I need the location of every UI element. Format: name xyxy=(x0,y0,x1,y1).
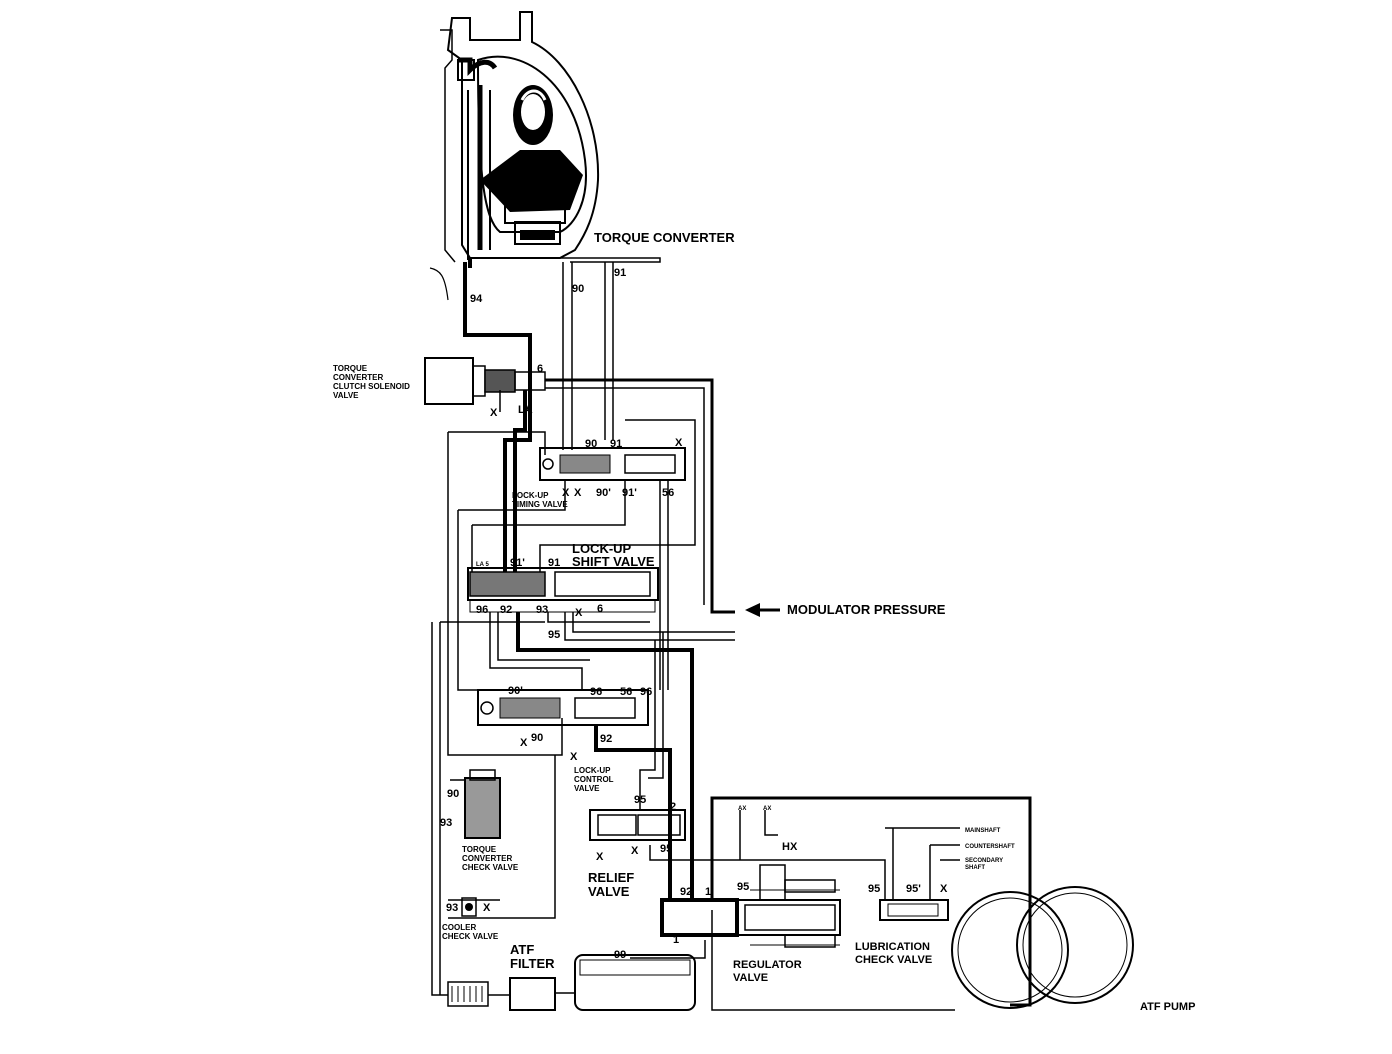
tcc-solenoid-label-2: CONVERTER xyxy=(333,373,383,382)
port-99: 99 xyxy=(614,949,626,961)
port-91-timing: 91 xyxy=(610,438,622,450)
port-92-control: 92 xyxy=(600,733,612,745)
port-95p-lube: 95' xyxy=(906,883,921,895)
component-labels: TORQUE CONVERTER CLUTCH SOLENOID VALVE L… xyxy=(333,364,1195,1013)
port-ax-2: AX xyxy=(763,806,771,812)
atf-pump-label: ATF PUMP xyxy=(1140,1001,1195,1013)
port-92-regulator: 92 xyxy=(680,886,692,898)
torque-converter-label: TORQUE CONVERTER xyxy=(594,230,735,245)
lockup-shift-valve xyxy=(467,567,659,613)
port-2-relief: 2 xyxy=(670,801,676,813)
lockup-control-valve xyxy=(477,689,649,726)
lockup-timing-label-2: TIMING VALVE xyxy=(512,500,568,509)
port-95-regulator: 95 xyxy=(737,881,749,893)
port-90p-control: 90' xyxy=(508,685,523,697)
port-90p-timing: 90' xyxy=(596,487,611,499)
port-1-regulator-bottom: 1 xyxy=(673,934,679,946)
port-90-control: 90 xyxy=(531,732,543,744)
tc-check-label-2: CONVERTER xyxy=(462,854,512,863)
port-x-relief-2: X xyxy=(631,845,639,857)
port-93-cooler: 93 xyxy=(446,902,458,914)
port-90-check: 90 xyxy=(447,788,459,800)
regulator-label-2: VALVE xyxy=(733,972,768,984)
tc-check-label-3: CHECK VALVE xyxy=(462,863,519,872)
lubrication-label-1: LUBRICATION xyxy=(855,941,930,953)
port-93-check: 93 xyxy=(440,817,452,829)
port-6-solenoid: 6 xyxy=(537,363,543,375)
port-91: 91 xyxy=(614,267,626,279)
regulator-valve xyxy=(660,864,841,948)
cooler-check-label-1: COOLER xyxy=(442,923,476,932)
port-la5-shift: LA 5 xyxy=(476,562,489,568)
port-95-relief: 95 xyxy=(634,794,646,806)
port-x-control-2: X xyxy=(570,751,578,763)
secondary-shaft-label-2: SHAFT xyxy=(965,865,985,871)
torque-converter xyxy=(429,11,661,301)
torque-converter-check-valve xyxy=(464,769,501,839)
port-91p-shift: 91' xyxy=(510,557,525,569)
modulator-pressure-label: MODULATOR PRESSURE xyxy=(787,602,946,617)
tcc-solenoid-label-1: TORQUE xyxy=(333,364,368,373)
port-94: 94 xyxy=(470,293,483,305)
lockup-control-label-3: VALVE xyxy=(574,784,600,793)
lubrication-check-valve xyxy=(879,899,949,921)
hx-label: HX xyxy=(782,841,798,853)
port-56-timing: 56 xyxy=(662,487,674,499)
port-x-shift: X xyxy=(575,607,583,619)
port-96-shift: 96 xyxy=(476,604,488,616)
port-6-shift: 6 xyxy=(597,603,603,615)
port-x-solenoid: X xyxy=(490,407,498,419)
port-la: LA xyxy=(518,404,533,416)
atf-filter-label-2: FILTER xyxy=(510,956,555,971)
port-90-timing: 90 xyxy=(585,438,597,450)
regulator-label-1: REGULATOR xyxy=(733,959,802,971)
lockup-timing-valve xyxy=(539,447,686,481)
cooler-check-label-2: CHECK VALVE xyxy=(442,932,499,941)
port-56-control: 56 xyxy=(620,686,632,698)
lockup-shift-label-1: LOCK-UP xyxy=(572,541,632,556)
port-x-cooler: X xyxy=(483,902,491,914)
secondary-shaft-label-1: SECONDARY xyxy=(965,858,1003,864)
port-ax-1: AX xyxy=(738,806,746,812)
cooler-check-valve xyxy=(461,897,477,917)
port-numbers: 94 90 91 6 X LA 90 91 X X X 90' 91' 56 9… xyxy=(440,267,948,961)
port-x-timing-1: X xyxy=(562,487,570,499)
port-95-lube: 95 xyxy=(868,883,880,895)
relief-valve xyxy=(589,809,686,841)
lockup-control-label-1: LOCK-UP xyxy=(574,766,611,775)
lubrication-label-2: CHECK VALVE xyxy=(855,954,932,966)
port-x-relief-1: X xyxy=(596,851,604,863)
port-91p-timing: 91' xyxy=(622,487,637,499)
fluid-lines xyxy=(431,258,1032,1011)
port-95-relief-out: 95 xyxy=(660,843,672,855)
atf-pump xyxy=(951,886,1134,1009)
port-96-control-1: 96 xyxy=(590,686,602,698)
mainshaft-label: MAINSHAFT xyxy=(965,828,1001,834)
atf-filter xyxy=(447,954,696,1011)
atf-filter-label-1: ATF xyxy=(510,942,534,957)
tc-check-label-1: TORQUE xyxy=(462,845,497,854)
modulator-arrow xyxy=(745,603,780,617)
port-x-timing: X xyxy=(675,437,683,449)
port-95-shift: 95 xyxy=(548,629,560,641)
tcc-solenoid-label-4: VALVE xyxy=(333,391,359,400)
port-x-control: X xyxy=(520,737,528,749)
tcc-solenoid-label-3: CLUTCH SOLENOID xyxy=(333,382,410,391)
port-1-regulator: 1 xyxy=(705,886,711,898)
lockup-control-label-2: CONTROL xyxy=(574,775,614,784)
lockup-timing-label-1: LOCK-UP xyxy=(512,491,549,500)
port-91-shift: 91 xyxy=(548,557,560,569)
countershaft-label: COUNTERSHAFT xyxy=(965,844,1015,850)
tcc-solenoid-valve xyxy=(424,357,546,412)
relief-label-1: RELIEF xyxy=(588,870,634,885)
port-96-control-2: 96 xyxy=(640,686,652,698)
port-x-lube: X xyxy=(940,883,948,895)
relief-label-2: VALVE xyxy=(588,884,630,899)
port-x-timing-2: X xyxy=(574,487,582,499)
port-90: 90 xyxy=(572,283,584,295)
port-92-shift: 92 xyxy=(500,604,512,616)
port-93-shift: 93 xyxy=(536,604,548,616)
lockup-shift-label-2: SHIFT VALVE xyxy=(572,554,655,569)
